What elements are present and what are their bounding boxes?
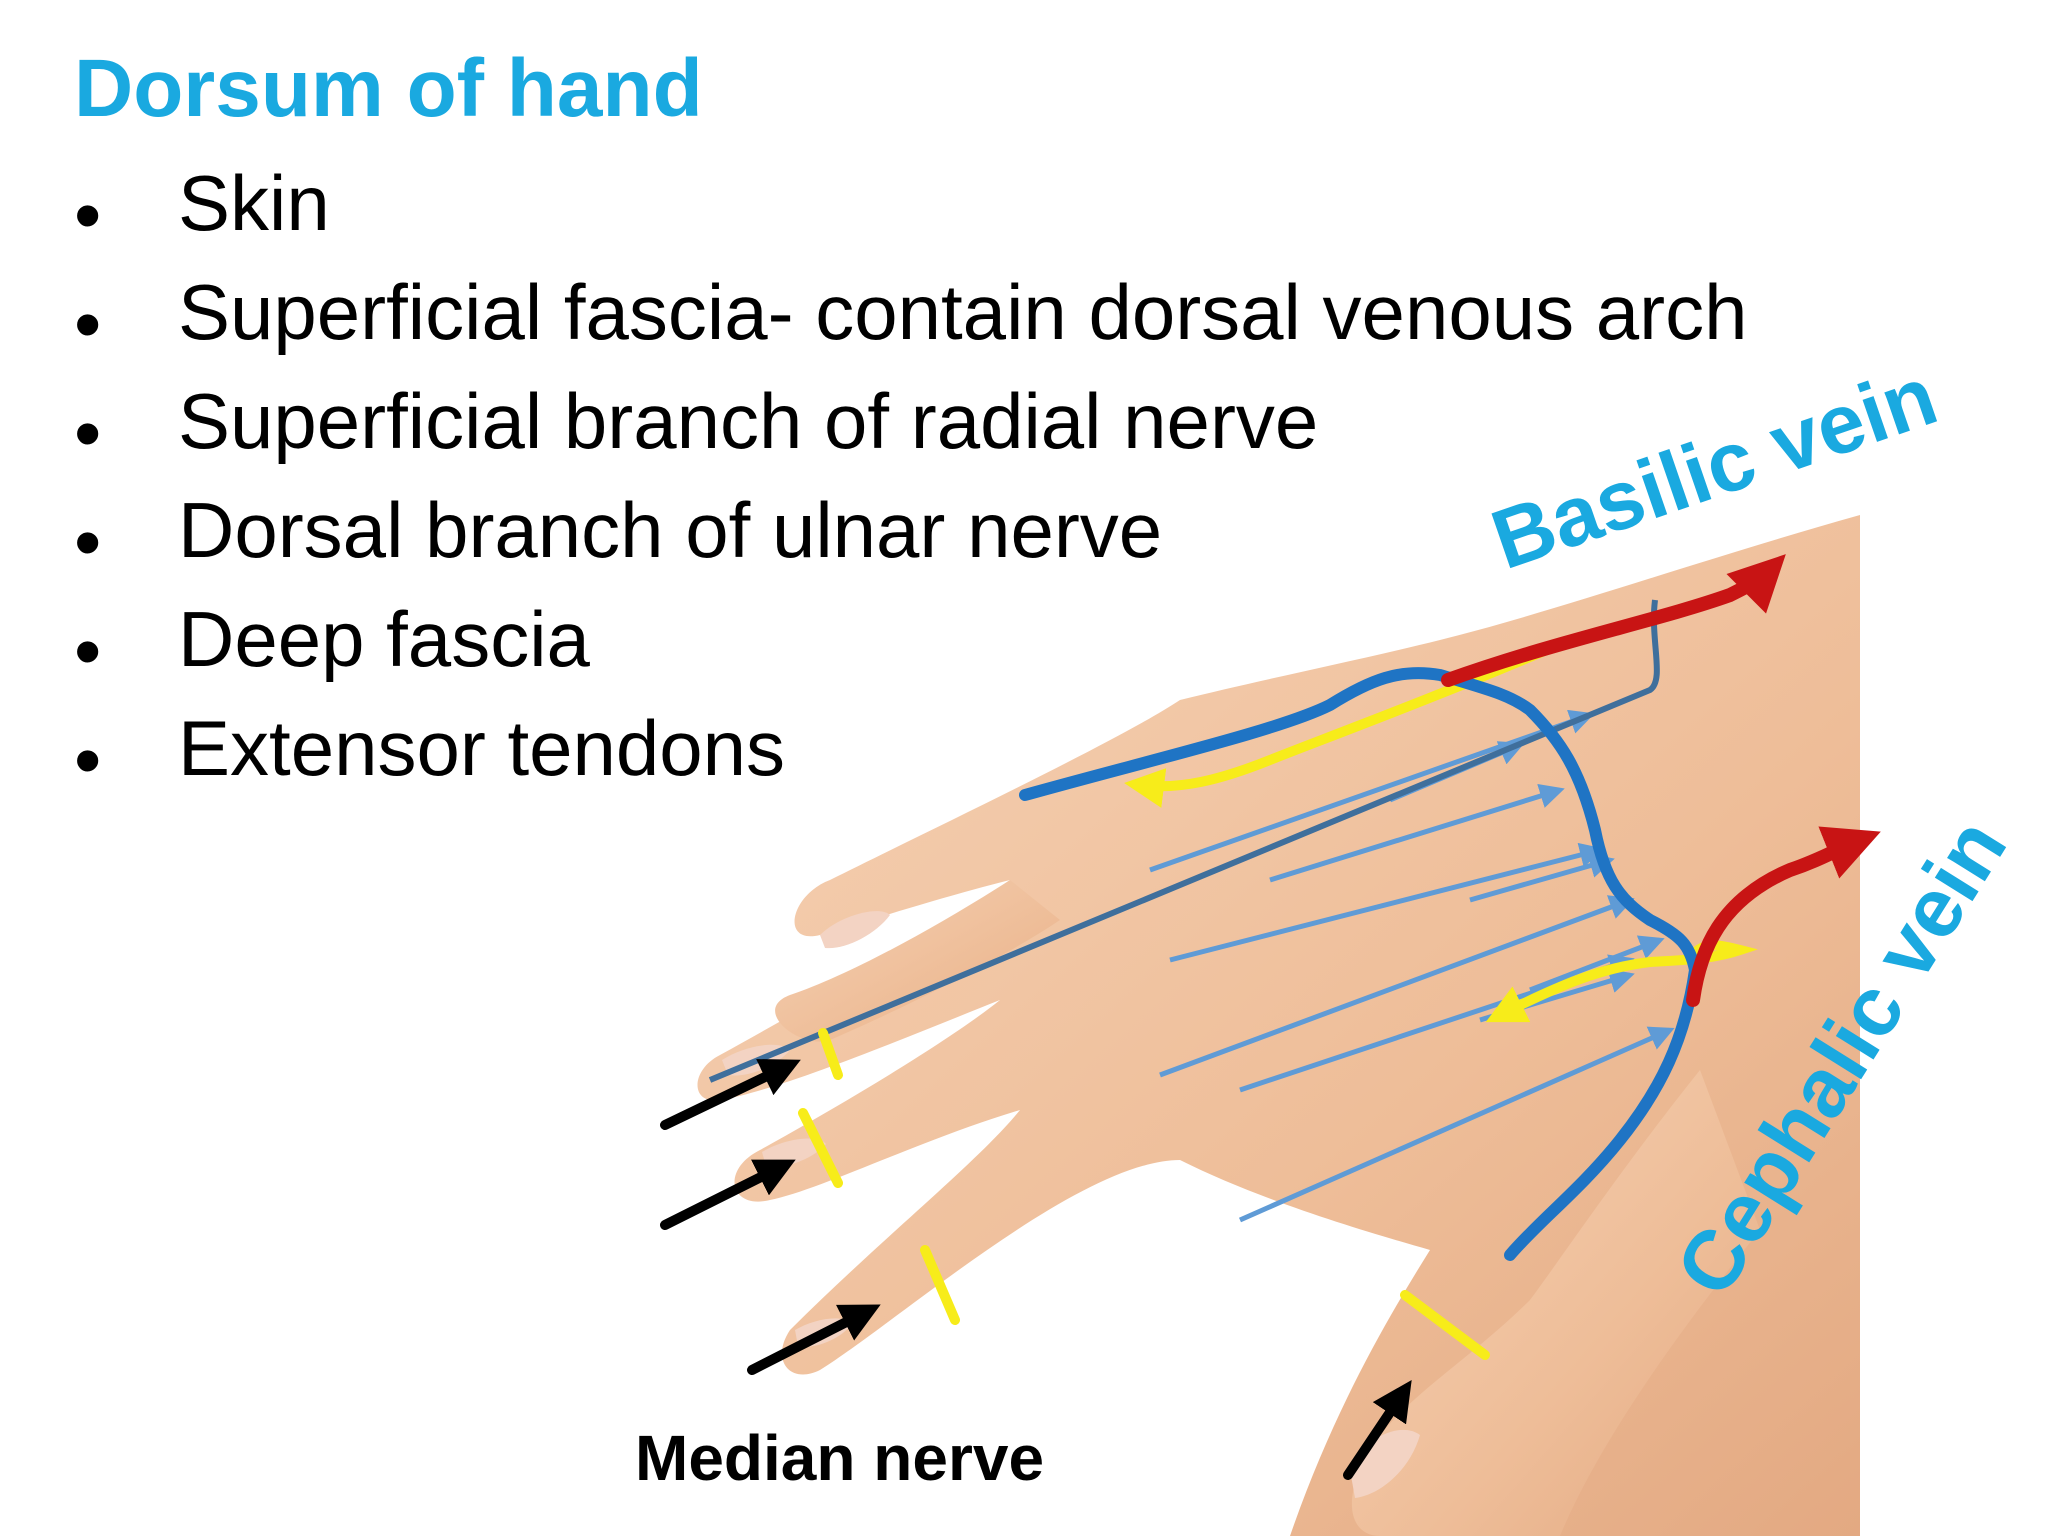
median-nerve-pointers (660, 1059, 1412, 1480)
tendon-line (1149, 709, 1595, 873)
tendon-line (1529, 935, 1665, 993)
slide-title: Dorsum of hand (74, 43, 703, 134)
tendon-line (1238, 1026, 1675, 1223)
bullet-dot-icon: • (74, 280, 102, 368)
tendon-line (1159, 895, 1635, 1078)
basilic-vein-line (1441, 554, 1786, 687)
tendon-line (1269, 783, 1565, 883)
dorsal-venous-arch (1019, 667, 1702, 1261)
bullet-dot-icon: • (74, 171, 102, 259)
nerve-mark (920, 1245, 960, 1325)
nerve-mark (798, 1108, 843, 1188)
index-nail (820, 911, 890, 949)
cephalic-vein-line (1686, 826, 1881, 1007)
pointer-arrow (1343, 1380, 1412, 1480)
basilic-vein-label: Basilic vein (1480, 348, 1948, 587)
thumb (1351, 1070, 1760, 1536)
pointer-arrow (747, 1304, 881, 1375)
bullet-dot-icon: • (74, 498, 102, 586)
named-veins (1441, 554, 1881, 1007)
nerve-mark (818, 1028, 843, 1080)
nerve-mark (1400, 1290, 1490, 1360)
bullet-dot-icon: • (74, 607, 102, 695)
pointer-arrow (660, 1059, 801, 1130)
tendon-line (1469, 853, 1615, 903)
median-nerve-label: Median nerve (635, 1422, 1044, 1494)
bullet-dot-icon: • (74, 389, 102, 477)
index-finger (775, 880, 1060, 1042)
radial-nerve-branch (1485, 940, 1758, 1023)
tendon-line (1169, 842, 1605, 963)
bullet-dot-icon: • (74, 716, 102, 804)
pointer-arrow (660, 1159, 796, 1230)
